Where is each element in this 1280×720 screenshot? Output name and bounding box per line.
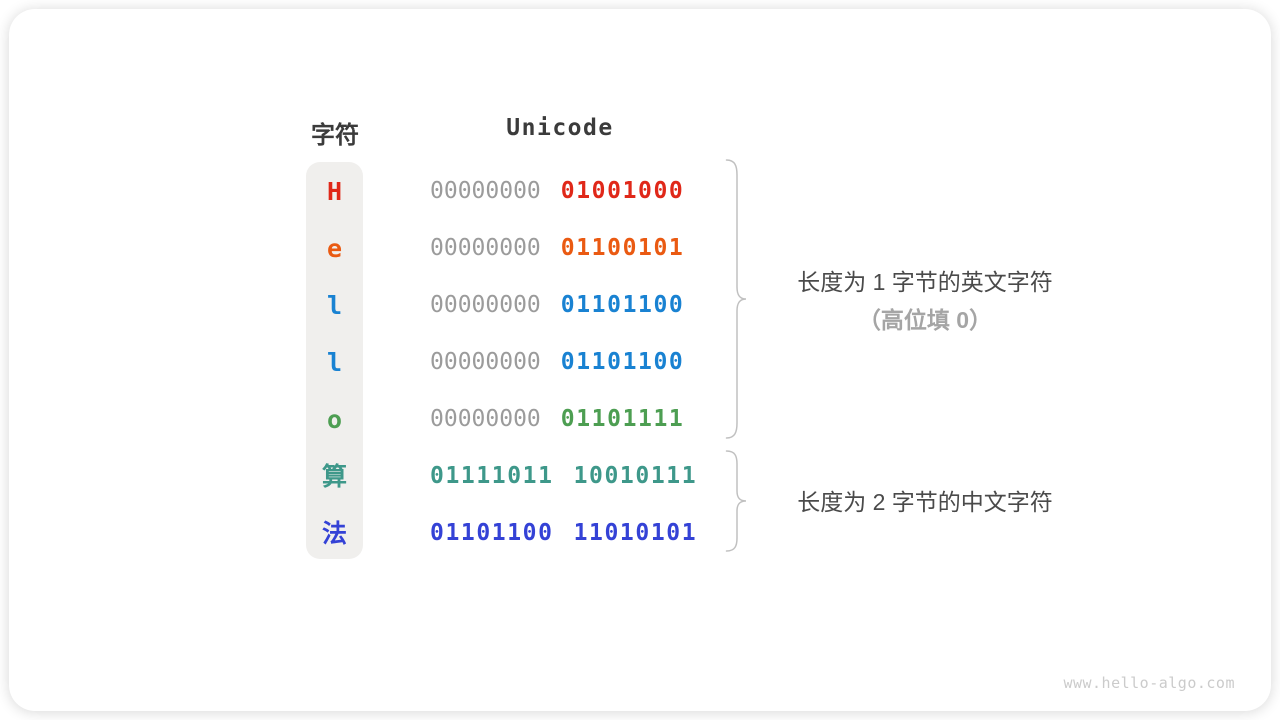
column-header-character: 字符	[311, 122, 359, 149]
character-column-background	[306, 162, 363, 559]
byte-low: 01001000	[560, 178, 685, 204]
annotation-english: 长度为 1 字节的英文字符 （高位填 0）	[762, 268, 1088, 335]
byte-high: 01111011	[430, 463, 554, 489]
character-cell: l	[326, 291, 343, 320]
encoding-row: o 00000000 01101111	[0, 391, 760, 448]
character-cell: H	[326, 177, 343, 206]
character-cell: 法	[321, 519, 347, 548]
character-cell: e	[326, 234, 343, 263]
encoding-row: l 00000000 01101100	[0, 277, 760, 334]
encoding-row: 算 01111011 10010111	[0, 448, 760, 505]
character-cell: l	[326, 348, 343, 377]
encoding-row: H 00000000 01001000	[0, 163, 760, 220]
unicode-bytes: 01111011 10010111	[430, 448, 697, 505]
byte-low: 01101100	[560, 349, 685, 375]
byte-high: 00000000	[430, 178, 541, 204]
byte-low: 11010101	[573, 520, 698, 546]
encoding-row: e 00000000 01100101	[0, 220, 760, 277]
figure-card	[9, 9, 1271, 711]
character-cell: o	[326, 405, 343, 434]
unicode-bytes: 00000000 01101100	[430, 334, 684, 391]
byte-low: 01101100	[560, 292, 685, 318]
byte-low: 10010111	[573, 463, 698, 489]
encoding-row: 法 01101100 11010101	[0, 505, 760, 562]
byte-high: 01101100	[430, 520, 554, 546]
unicode-bytes: 00000000 01101111	[430, 391, 684, 448]
byte-low: 01101111	[560, 406, 685, 432]
brace-english-icon	[725, 159, 747, 439]
byte-high: 00000000	[430, 349, 541, 375]
byte-low: 01100101	[560, 235, 685, 261]
annotation-chinese: 长度为 2 字节的中文字符	[797, 489, 1053, 515]
unicode-bytes: 00000000 01100101	[430, 220, 684, 277]
unicode-bytes: 00000000 01101100	[430, 277, 684, 334]
annotation-english-line1: 长度为 1 字节的英文字符	[797, 269, 1053, 295]
brace-chinese-icon	[725, 450, 747, 552]
unicode-bytes: 01101100 11010101	[430, 505, 697, 562]
byte-high: 00000000	[430, 406, 541, 432]
byte-high: 00000000	[430, 292, 541, 318]
encoding-row: l 00000000 01101100	[0, 334, 760, 391]
annotation-english-line2: （高位填 0）	[857, 307, 993, 333]
unicode-bytes: 00000000 01001000	[430, 163, 684, 220]
column-header-unicode: Unicode	[506, 115, 614, 141]
watermark: www.hello-algo.com	[1063, 674, 1235, 692]
byte-high: 00000000	[430, 235, 541, 261]
character-cell: 算	[321, 462, 347, 491]
